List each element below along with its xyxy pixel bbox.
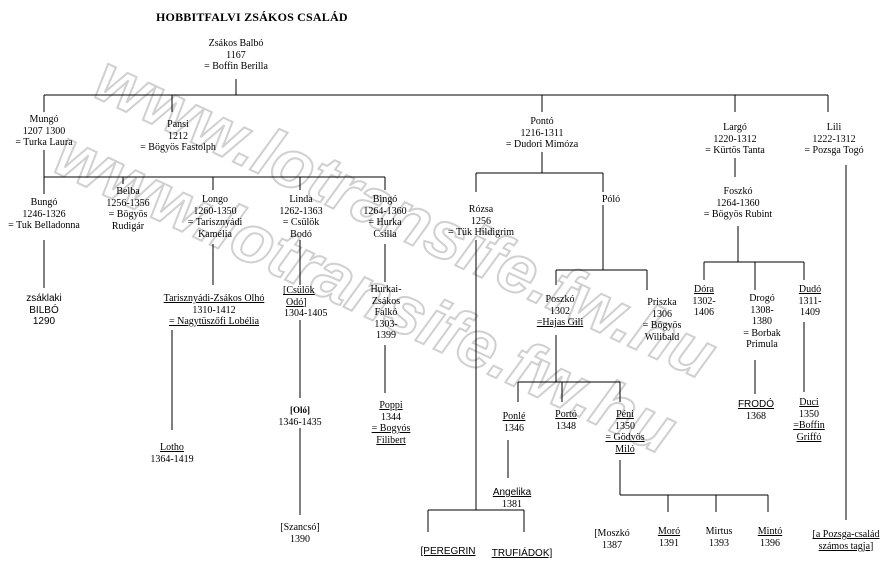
- page-title: HOBBITFALVI ZSÁKOS CSALÁD: [156, 10, 348, 24]
- node-polo: Póló: [601, 194, 621, 205]
- node-trufiadok: TRUFIÁDOK]: [491, 548, 553, 559]
- node-peregrin: [PEREGRIN: [420, 546, 476, 557]
- node-szancso: [Szancsó]1390: [280, 522, 320, 545]
- node-olo: [Oló]1346-1435: [278, 405, 322, 428]
